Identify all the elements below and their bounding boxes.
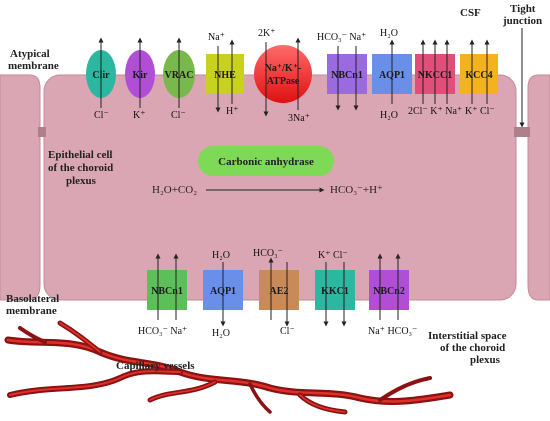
apical-membrane-label-1: Atypical [10,48,50,60]
svg-text:2Cl⁻ K⁺ Na⁺: 2Cl⁻ K⁺ Na⁺ [408,106,462,117]
basolateral-label-1: Basolateral [6,293,59,305]
transporter-clir: Clir Cl⁻ [86,37,116,121]
svg-text:H₂O: H₂O [380,110,398,121]
svg-text:Na⁺/K⁺-: Na⁺/K⁺- [265,63,302,74]
transporter-vrac: VRAC Cl⁻ [163,37,195,121]
svg-text:3Na⁺: 3Na⁺ [288,113,310,124]
epithelial-label-1: Epithelial cell [48,149,112,161]
svg-text:NBCn2: NBCn2 [373,286,405,297]
transporter-ae2: AE2 HCO₃⁻ Cl⁻ [253,248,299,337]
transporter-kkc1: KKC1 K⁺ Cl⁻ [315,250,355,327]
svg-text:AE2: AE2 [270,286,289,297]
left-neighbor-cell [0,74,41,301]
tight-junction-right [514,127,530,137]
transporter-aqp1-basolateral: AQP1 H₂O H₂O [203,250,243,339]
transporter-nkcc1: NKCC1 2Cl⁻ K⁺ Na⁺ [408,39,462,117]
svg-text:Cl⁻: Cl⁻ [280,326,295,337]
svg-text:K⁺ Cl⁻: K⁺ Cl⁻ [465,106,495,117]
capillary-vessels [4,320,454,415]
transporter-na-k-atpase: Na⁺/K⁺- ATPase 2K⁺ 3Na⁺ [254,28,312,124]
transporter-kir: Kir K⁺ [125,37,155,121]
svg-text:NBCn1: NBCn1 [331,70,363,81]
apical-membrane-label-2: membrane [8,60,59,72]
svg-text:Cl⁻: Cl⁻ [171,110,186,121]
svg-text:NHE: NHE [214,70,236,81]
basolateral-label-2: membrane [6,305,57,317]
tight-junction-label-1: Tight [510,3,536,15]
svg-text:Na⁺: Na⁺ [208,32,225,43]
interstitial-label-2: of the choroid [440,342,505,354]
svg-text:H⁺: H⁺ [226,106,239,117]
svg-text:H₂O: H₂O [212,328,230,339]
svg-text:Cl⁻: Cl⁻ [94,110,109,121]
carbonic-anhydrase [198,146,334,176]
epithelial-label-2: of the choroid [48,162,113,174]
svg-text:KKC1: KKC1 [321,286,349,297]
reaction-left: H₂O+CO₂ [152,184,197,196]
svg-text:ATPase: ATPase [267,76,300,87]
svg-text:K⁺ Cl⁻: K⁺ Cl⁻ [318,250,348,261]
transporter-nhe: NHE Na⁺ H⁺ [206,32,244,117]
transporter-nbcn1-basolateral: NBCn1 HCO₃⁻ Na⁺ [138,253,187,337]
svg-text:HCO₃⁻ Na⁺: HCO₃⁻ Na⁺ [317,32,366,43]
reaction-right: HCO₃⁻+H⁺ [330,184,383,196]
transporter-kcc4: KCC4 K⁺ Cl⁻ [460,39,498,117]
svg-text:KCC4: KCC4 [465,70,492,81]
capillary-label: Capillary vessels [116,360,195,372]
right-neighbor-cell [527,74,550,301]
interstitial-label-3: plexus [470,354,501,366]
interstitial-label-1: Interstitial space [428,330,507,342]
csf-label: CSF [460,7,481,19]
svg-text:K⁺: K⁺ [133,110,146,121]
tight-junction-left [38,127,46,137]
svg-text:H₂O: H₂O [212,250,230,261]
svg-text:HCO₃⁻: HCO₃⁻ [253,248,283,259]
transporter-nbcn2: NBCn2 Na⁺ HCO₃⁻ [368,253,417,337]
svg-text:Na⁺ HCO₃⁻: Na⁺ HCO₃⁻ [368,326,417,337]
transporter-aqp1-apical: AQP1 H₂O H₂O [372,28,412,121]
tight-junction-label-2: junction [502,15,542,27]
transporter-nbcn1-apical: NBCn1 HCO₃⁻ Na⁺ [317,32,367,111]
svg-text:2K⁺: 2K⁺ [258,28,276,39]
epithelial-label-3: plexus [66,175,97,187]
svg-text:HCO₃⁻ Na⁺: HCO₃⁻ Na⁺ [138,326,187,337]
svg-text:H₂O: H₂O [380,28,398,39]
svg-text:NBCn1: NBCn1 [151,286,183,297]
carbonic-anhydrase-label: Carbonic anhydrase [218,156,314,168]
